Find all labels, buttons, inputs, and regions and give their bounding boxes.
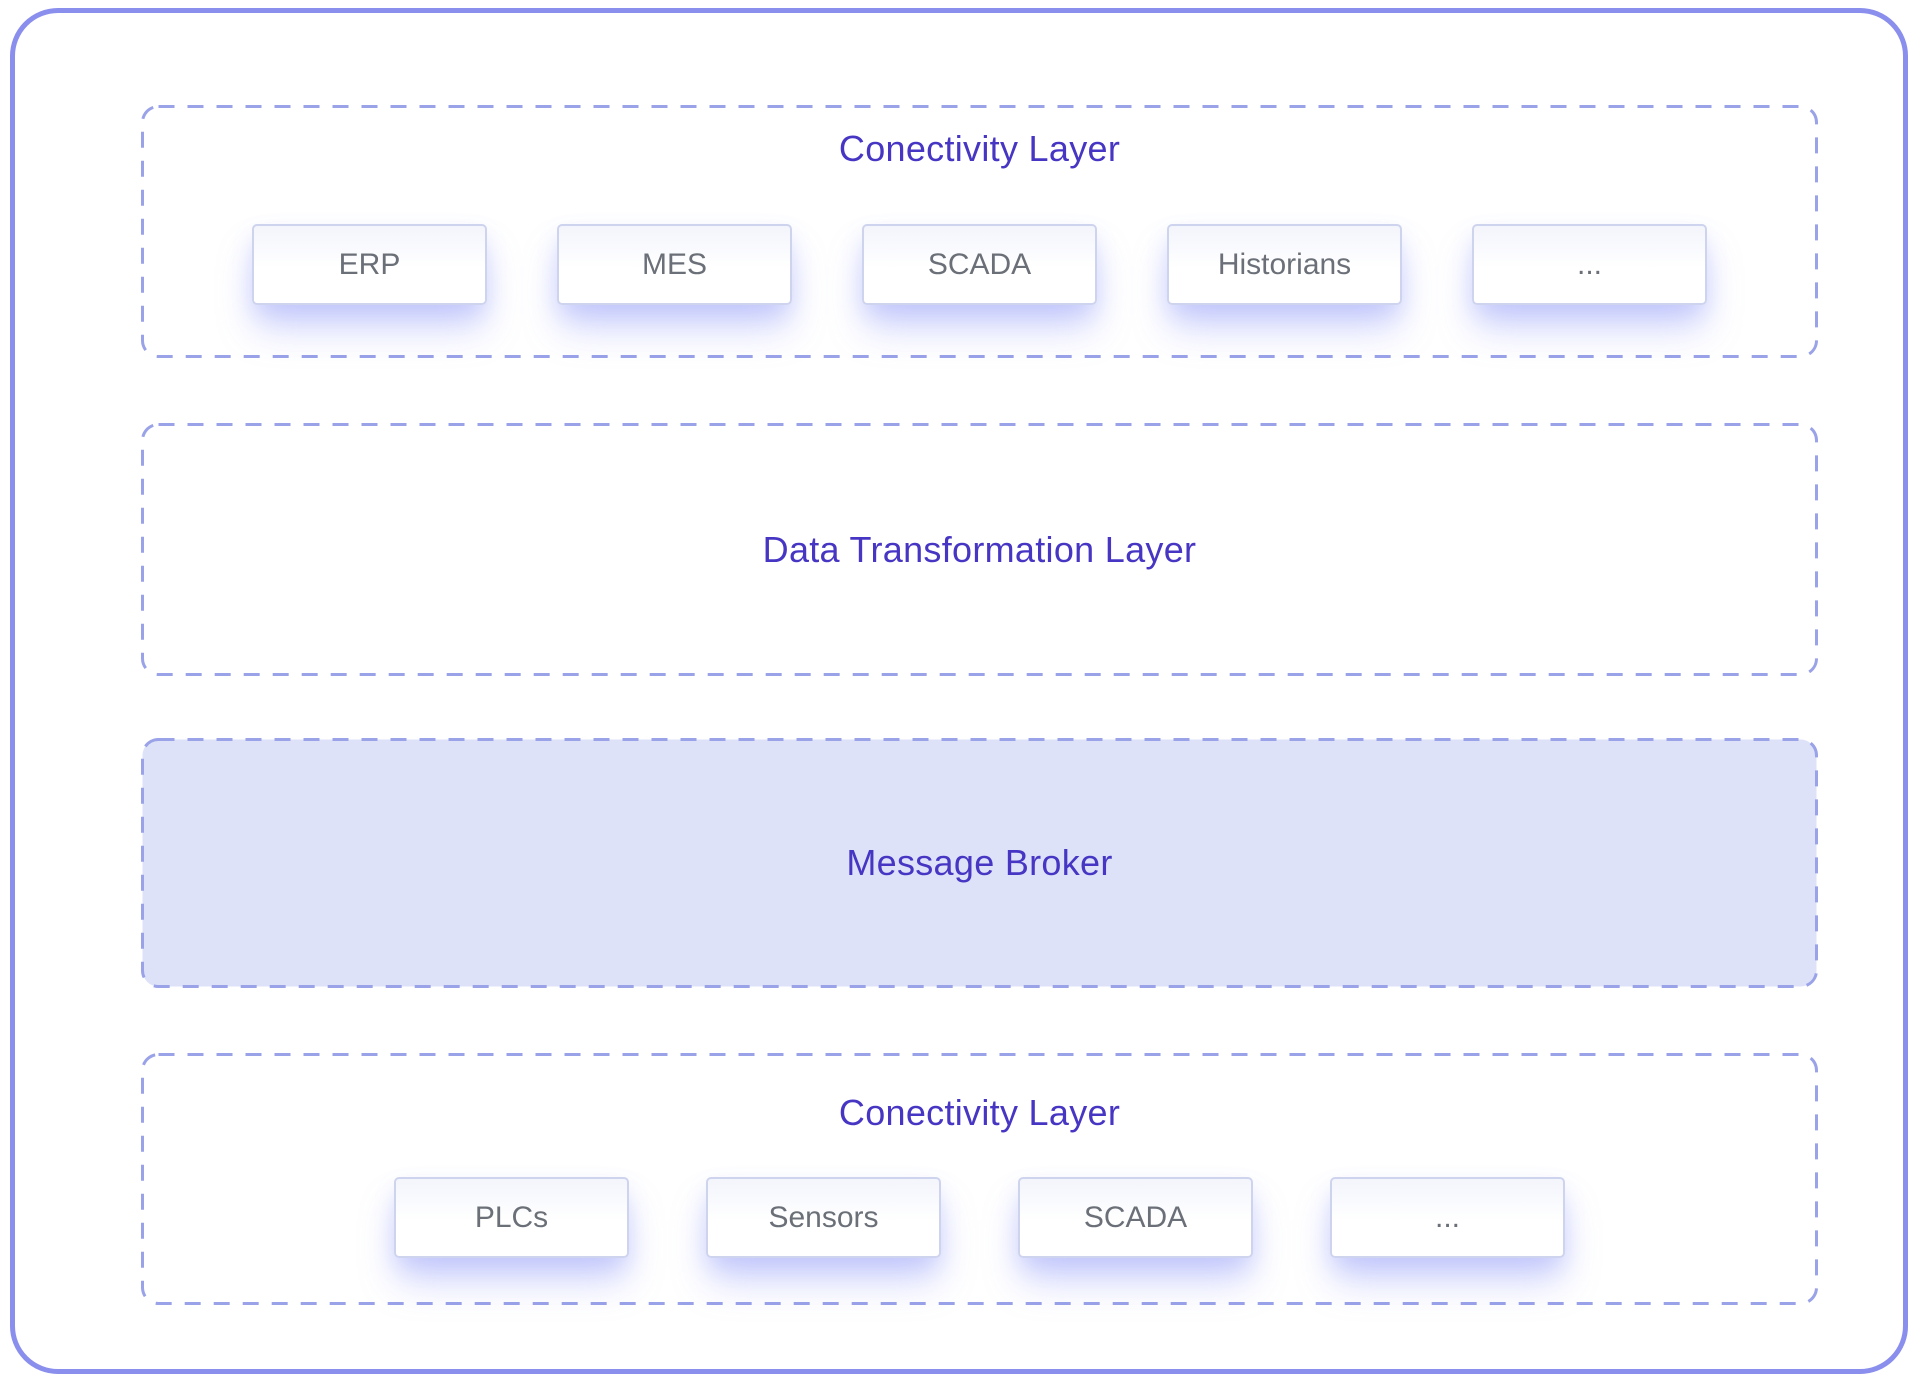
dashed-border <box>141 738 1818 988</box>
box-row-top: ERP MES SCADA Historians ... <box>141 224 1818 305</box>
node-erp: ERP <box>252 224 487 305</box>
box-row-bottom: PLCs Sensors SCADA ... <box>141 1177 1818 1258</box>
connectivity-layer-bottom: Conectivity Layer PLCs Sensors SCADA ... <box>141 1053 1818 1305</box>
data-transformation-layer: Data Transformation Layer <box>141 423 1818 676</box>
dashed-border <box>141 105 1818 358</box>
layer-title-data-transformation: Data Transformation Layer <box>762 528 1197 570</box>
node-more-top: ... <box>1472 224 1707 305</box>
layer-title-connectivity-bottom: Conectivity Layer <box>838 1092 1121 1133</box>
node-mes: MES <box>557 224 792 305</box>
node-sensors: Sensors <box>706 1177 941 1258</box>
node-historians: Historians <box>1167 224 1402 305</box>
dashed-border <box>141 1053 1818 1305</box>
node-plcs: PLCs <box>394 1177 629 1258</box>
node-more-bottom: ... <box>1330 1177 1565 1258</box>
message-broker-layer: Message Broker <box>141 738 1818 988</box>
layer-title-connectivity-top: Conectivity Layer <box>838 128 1121 169</box>
dashed-border <box>141 423 1818 676</box>
connectivity-layer-top: Conectivity Layer ERP MES SCADA Historia… <box>141 105 1818 358</box>
layer-title-message-broker: Message Broker <box>846 842 1113 883</box>
diagram-frame: Conectivity Layer ERP MES SCADA Historia… <box>10 8 1908 1374</box>
node-scada-bottom: SCADA <box>1018 1177 1253 1258</box>
node-scada-top: SCADA <box>862 224 1097 305</box>
